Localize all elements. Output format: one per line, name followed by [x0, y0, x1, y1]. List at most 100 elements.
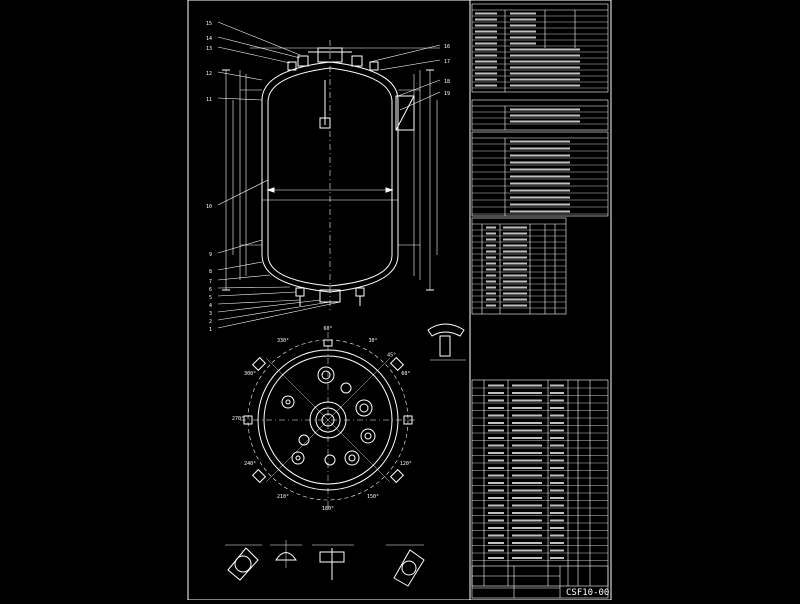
table-text-mark [488, 542, 504, 544]
table-text-mark [488, 414, 504, 417]
table-text-mark [510, 60, 580, 63]
table-text-mark [512, 407, 542, 409]
table-text-marks [475, 12, 580, 559]
table-text-mark [503, 250, 527, 253]
table-text-mark [488, 474, 504, 477]
table-text-mark [488, 444, 504, 447]
table-text-mark [488, 429, 504, 432]
table-text-mark [550, 512, 564, 514]
table-text-mark [486, 238, 496, 241]
table-text-mark [475, 12, 497, 15]
callout-label: 1 [209, 327, 212, 333]
callout-label: 6 [209, 287, 212, 293]
drawing-number: CSF10-00 [566, 588, 609, 598]
table-text-mark [510, 154, 570, 157]
table-text-mark [550, 542, 564, 544]
plan-angle-label: 45° [387, 352, 396, 358]
callout-label: 2 [209, 319, 212, 325]
table-text-mark [512, 467, 542, 469]
table-text-mark [475, 36, 497, 39]
table-text-mark [488, 519, 504, 522]
plan-angle-label: 60° [401, 371, 410, 377]
elevation-leaders [217, 21, 441, 329]
table-text-mark [512, 519, 542, 522]
table-text-mark [488, 452, 504, 454]
plan-angle-label: 330° [277, 338, 289, 344]
table-text-mark [486, 250, 496, 253]
table-text-mark [510, 54, 580, 57]
plan-angle-label: 150° [367, 494, 379, 500]
design-data-table [471, 3, 609, 93]
table-text-mark [550, 549, 564, 552]
table-text-mark [488, 512, 504, 514]
table-text-mark [550, 497, 564, 499]
table-text-mark [512, 482, 542, 484]
table-text-mark [512, 549, 542, 552]
table-text-mark [512, 474, 542, 477]
plan-angle-label: 240° [244, 461, 256, 467]
table-text-mark [510, 140, 570, 143]
table-text-mark [510, 114, 580, 117]
vessel-elevation [222, 40, 440, 310]
table-text-mark [486, 268, 496, 271]
table-text-mark [475, 18, 497, 21]
callout-label: 7 [209, 279, 212, 285]
table-text-mark [486, 286, 496, 289]
table-text-mark [510, 12, 536, 15]
table-text-mark [550, 392, 564, 394]
table-text-mark [486, 232, 496, 235]
callout-label: 19 [444, 91, 450, 97]
table-text-mark [475, 72, 497, 75]
table-row-lines [472, 15, 608, 561]
table-text-mark [488, 422, 504, 424]
table-text-mark [488, 504, 504, 507]
table-text-mark [503, 286, 527, 289]
table-text-mark [550, 557, 564, 559]
table-text-mark [512, 459, 542, 462]
table-text-mark [486, 256, 496, 259]
table-text-mark [550, 429, 564, 432]
table-text-mark [503, 298, 527, 301]
table-text-mark [475, 30, 497, 33]
table-text-mark [510, 72, 580, 75]
parts-list-table [471, 379, 609, 587]
table-text-mark [486, 304, 496, 307]
title-block [471, 565, 609, 599]
table-text-mark [510, 210, 570, 213]
plan-angle-label: 300° [244, 371, 256, 377]
table-text-mark [512, 437, 542, 439]
plan-angle-label: 270° [232, 416, 244, 422]
table-text-mark [512, 497, 542, 499]
table-text-mark [488, 489, 504, 492]
callout-label: 15 [206, 21, 212, 27]
table-text-mark [488, 549, 504, 552]
plan-angle-label: 30° [368, 338, 377, 344]
table-text-mark [510, 182, 570, 185]
callout-label: 10 [206, 204, 212, 210]
table-text-mark [550, 474, 564, 477]
table-text-mark [488, 399, 504, 402]
table-text-mark [510, 66, 580, 69]
table-text-mark [503, 292, 527, 295]
callout-label: 5 [209, 295, 212, 301]
table-text-mark [512, 399, 542, 402]
table-text-mark [488, 384, 504, 387]
table-text-mark [512, 527, 542, 529]
table-text-mark [486, 292, 496, 295]
callout-label: 14 [206, 36, 212, 42]
table-text-mark [550, 504, 564, 507]
table-text-mark [475, 78, 497, 81]
table-text-mark [488, 557, 504, 559]
table-text-mark [510, 48, 580, 51]
table-text-mark [510, 108, 580, 111]
table-text-mark [503, 304, 527, 307]
plan-angle-label: 120° [400, 461, 412, 467]
callout-label: 4 [209, 303, 212, 309]
table-text-mark [475, 66, 497, 69]
table-text-mark [503, 256, 527, 259]
table-text-mark [475, 60, 497, 63]
table-text-mark [503, 274, 527, 277]
table-text-mark [486, 274, 496, 277]
callout-label: 3 [209, 311, 212, 317]
